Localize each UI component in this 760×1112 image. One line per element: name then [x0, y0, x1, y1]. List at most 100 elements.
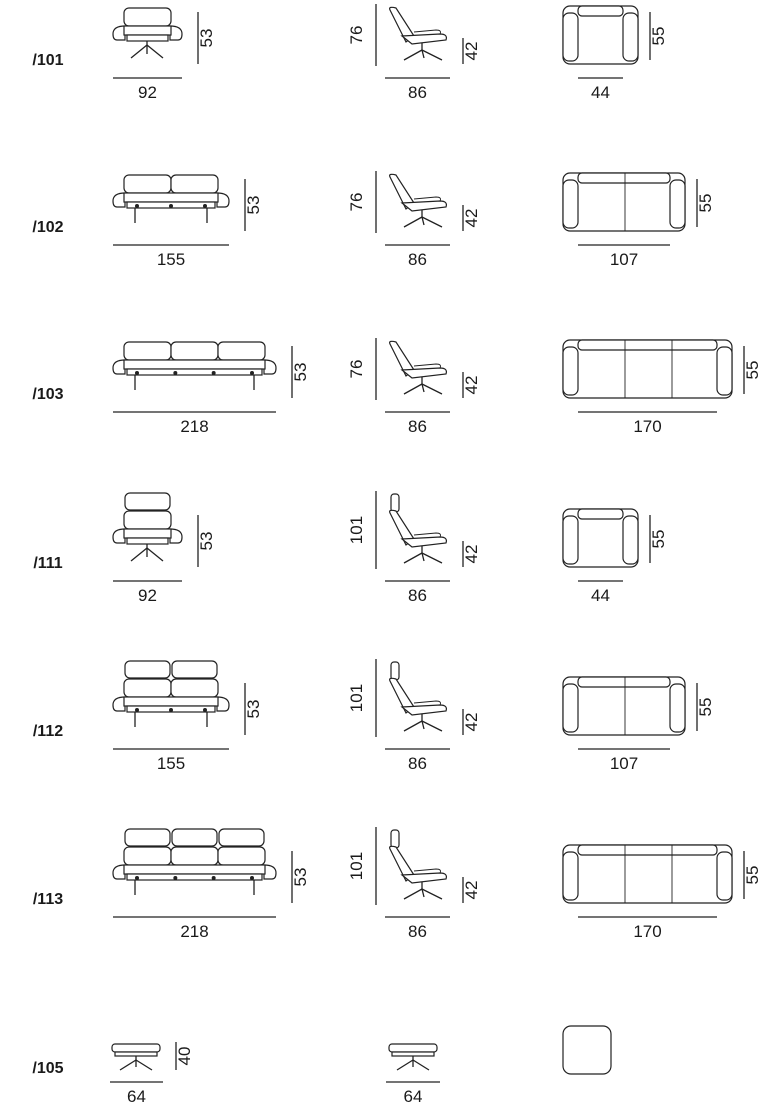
- bolt: [169, 204, 173, 208]
- seat: [400, 367, 447, 379]
- top-depth-dimension-label: 55: [743, 361, 760, 380]
- top-depth-dimension-label: 55: [696, 698, 715, 717]
- top-left-arm: [562, 179, 579, 229]
- headrest-cushion: [124, 828, 171, 847]
- backrest-cushion: [123, 174, 172, 194]
- side-view-drawing: [389, 6, 447, 61]
- backrest-cushion: [170, 846, 219, 866]
- armrest: [413, 868, 441, 874]
- top-left-arm: [562, 683, 579, 733]
- top-width-dimension-label: 44: [591, 83, 610, 102]
- star-base: [403, 552, 443, 564]
- top-left-arm: [562, 515, 579, 565]
- ottoman-cushion: [111, 1043, 161, 1053]
- bolt: [250, 876, 254, 880]
- top-backrest: [577, 508, 624, 520]
- headrest-cushion: [124, 492, 171, 511]
- front-width-dimension-label: 92: [138, 83, 157, 102]
- headrest-cushion: [124, 660, 171, 679]
- star-base: [403, 49, 443, 61]
- right-arm: [263, 359, 277, 375]
- model-code: /103: [32, 386, 63, 403]
- seat: [400, 872, 447, 884]
- backrest-cushion: [123, 510, 172, 530]
- front-height-dimension-label: 53: [197, 29, 216, 48]
- backrest: [389, 173, 415, 210]
- bolt: [211, 371, 216, 375]
- bolt: [250, 371, 254, 375]
- right-arm: [169, 528, 183, 544]
- bolt: [135, 204, 139, 208]
- front-view-drawing: [112, 7, 183, 59]
- front-width-dimension-label: 218: [180, 922, 208, 941]
- top-view-drawing: [562, 676, 686, 736]
- front-width-dimension-label: 92: [138, 586, 157, 605]
- front-height-dimension-label: 53: [244, 196, 263, 215]
- model-code: /111: [33, 555, 62, 572]
- side-view-drawing: [389, 340, 447, 395]
- total-height-dimension-label: 101: [347, 852, 366, 880]
- ottoman-cushion: [388, 1043, 438, 1053]
- ottoman-frame: [391, 1051, 435, 1057]
- front-view-drawing: [112, 492, 183, 562]
- headrest: [390, 661, 400, 681]
- top-width-dimension-label: 44: [591, 586, 610, 605]
- ottoman-depth-dimension-label: 64: [404, 1087, 423, 1106]
- bolt: [203, 708, 207, 712]
- seat-cushion: [123, 864, 266, 875]
- side-depth-dimension-label: 86: [408, 922, 427, 941]
- total-height-dimension-label: 101: [347, 684, 366, 712]
- front-width-dimension-label: 155: [157, 250, 185, 269]
- top-width-dimension-label: 107: [610, 250, 638, 269]
- left-arm: [112, 696, 126, 712]
- bolt: [169, 708, 173, 712]
- top-width-dimension-label: 107: [610, 754, 638, 773]
- backrest: [389, 6, 415, 43]
- top-view-drawing: [562, 5, 639, 65]
- seat-height-dimension-label: 42: [462, 209, 481, 228]
- left-arm: [112, 192, 126, 208]
- bolt: [173, 876, 178, 880]
- star-base: [403, 888, 443, 900]
- top-depth-dimension-label: 55: [743, 866, 760, 885]
- seat-frame: [126, 873, 263, 881]
- star-base: [403, 383, 443, 395]
- headrest: [390, 493, 400, 513]
- side-view-drawing: [389, 493, 447, 564]
- star-base: [130, 547, 164, 562]
- star-base: [403, 216, 443, 228]
- backrest-cushion: [217, 846, 266, 866]
- top-right-arm: [622, 12, 639, 62]
- star-base: [130, 44, 164, 59]
- side-depth-dimension-label: 86: [408, 83, 427, 102]
- ottoman-width-dimension-label: 64: [127, 1087, 146, 1106]
- side-view-drawing: [389, 829, 447, 900]
- top-left-arm: [562, 346, 579, 396]
- front-height-dimension-label: 53: [291, 868, 310, 887]
- seat-cushion: [123, 696, 219, 707]
- seat: [400, 200, 447, 212]
- top-backrest: [577, 172, 671, 184]
- backrest: [389, 677, 415, 714]
- top-view-drawing: [562, 172, 686, 232]
- ottoman-base: [396, 1059, 430, 1071]
- side-view-drawing: [389, 173, 447, 228]
- seat-height-dimension-label: 42: [462, 376, 481, 395]
- top-depth-dimension-label: 55: [649, 27, 668, 46]
- right-arm: [263, 864, 277, 880]
- seat-cushion: [123, 528, 172, 539]
- top-backrest: [577, 676, 671, 688]
- seat-height-dimension-label: 42: [462, 881, 481, 900]
- model-code: /102: [32, 219, 63, 236]
- bolt: [173, 371, 178, 375]
- seat-height-dimension-label: 42: [462, 713, 481, 732]
- top-width-dimension-label: 170: [633, 417, 661, 436]
- top-right-arm: [716, 346, 733, 396]
- top-view-drawing: [562, 508, 639, 568]
- top-right-arm: [622, 515, 639, 565]
- model-code: /101: [32, 52, 63, 69]
- top-right-arm: [669, 683, 686, 733]
